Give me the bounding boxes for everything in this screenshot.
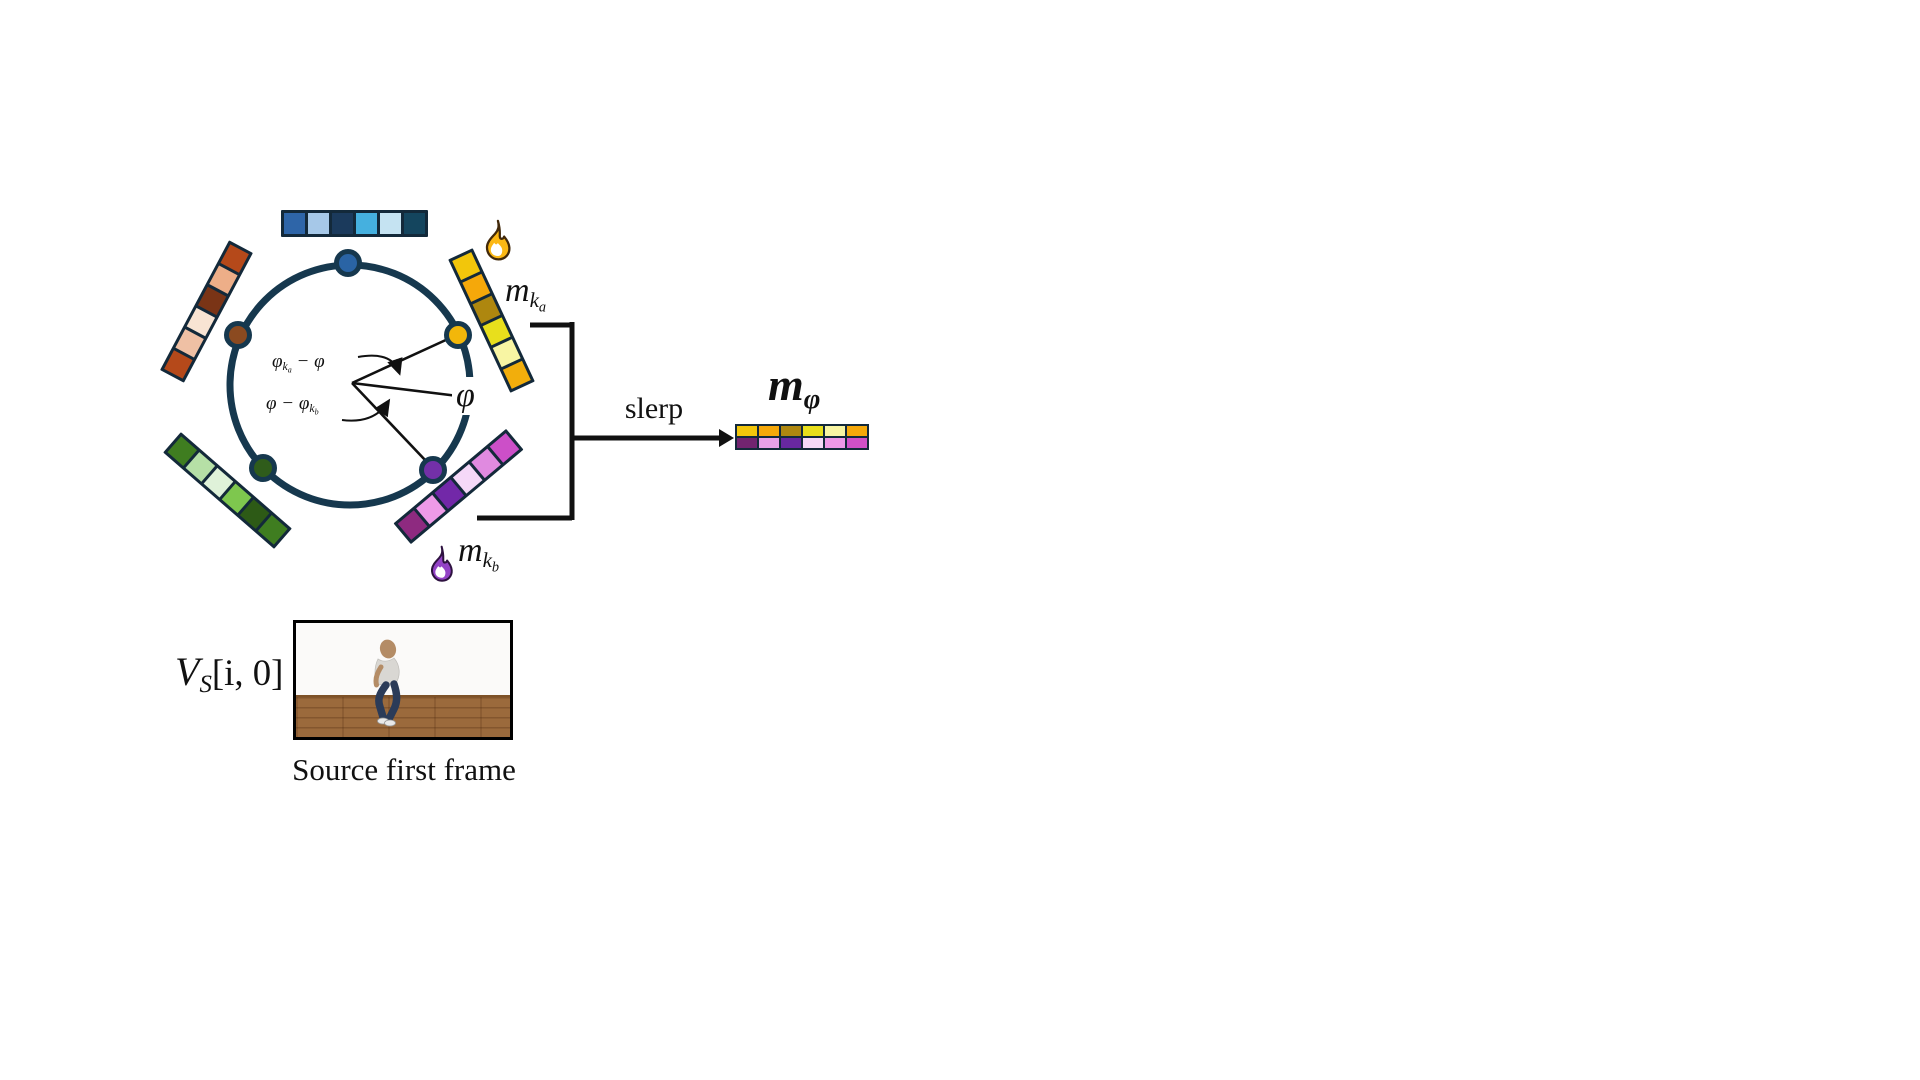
slerp-arrowhead <box>719 429 734 447</box>
v-symbol: V <box>175 649 200 694</box>
keyframe-dot-purple <box>419 456 447 484</box>
frame-caption: Source first frame <box>292 752 516 787</box>
keyframe-dot-yellow <box>444 321 472 349</box>
token-cell <box>847 426 867 436</box>
running-person <box>373 639 401 727</box>
flame-purple-icon <box>430 545 453 582</box>
m-symbol: m <box>458 532 483 569</box>
combine-bracket <box>477 322 575 521</box>
mphi-row-purple <box>737 438 867 448</box>
token-cell <box>404 213 425 234</box>
sub-phi: φ <box>803 383 821 415</box>
wooden-floor <box>296 695 510 737</box>
keyframe-dot-green <box>249 454 277 482</box>
angle-label-top: φka − φ <box>272 351 325 375</box>
subsub-a: a <box>538 299 547 316</box>
token-cell <box>759 438 779 448</box>
angle-label-bottom: φ − φkb <box>266 393 319 417</box>
line-to-ka <box>351 337 449 385</box>
keyframe-dot-brown <box>224 321 252 349</box>
flame-orange-icon <box>485 219 511 261</box>
subsub-a: a <box>287 365 292 375</box>
token-cell <box>847 438 867 448</box>
angle-arc-top <box>357 354 403 376</box>
token-cell <box>825 438 845 448</box>
phi-minus: φ − <box>266 393 299 414</box>
m-symbol: m <box>505 272 530 309</box>
phi-label: φ <box>452 377 479 415</box>
token-cell <box>502 360 531 389</box>
minus-phi: − φ <box>291 351 325 372</box>
source-var-label: VS[i, 0] <box>175 648 283 699</box>
sub-k: k <box>482 547 492 572</box>
token-cell <box>803 438 823 448</box>
keyframe-dot-blue <box>334 249 362 277</box>
token-cell <box>803 426 823 436</box>
token-strip-blue <box>281 210 428 237</box>
line-to-kb <box>351 382 427 462</box>
token-cell <box>781 438 801 448</box>
m-symbol: m <box>768 359 804 410</box>
token-cell <box>284 213 305 234</box>
sub-k: k <box>529 287 539 312</box>
sub-k: k <box>309 402 315 416</box>
token-cell <box>356 213 377 234</box>
token-cell <box>737 426 757 436</box>
token-cell <box>825 426 845 436</box>
source-first-frame-image <box>293 620 513 740</box>
mkb-label: mkb <box>458 532 499 576</box>
sub-s: S <box>199 670 212 698</box>
mphi-label: mφ <box>768 358 820 416</box>
angle-arc-bottom <box>341 398 391 422</box>
line-to-phi <box>351 381 459 398</box>
token-cell <box>759 426 779 436</box>
index-brackets: [i, 0] <box>211 652 284 693</box>
token-cell <box>380 213 401 234</box>
token-cell <box>781 426 801 436</box>
phi-symbol: φ <box>272 351 283 372</box>
phi-symbol: φ <box>298 393 310 414</box>
token-cell <box>308 213 329 234</box>
token-cell <box>332 213 353 234</box>
mphi-token-strip <box>735 424 869 450</box>
mphi-row-yellow <box>737 426 867 436</box>
slerp-label: slerp <box>624 392 684 425</box>
subsub-b: b <box>491 559 500 576</box>
subsub-b: b <box>314 407 319 417</box>
mka-label: mka <box>505 272 546 316</box>
sub-k: k <box>282 360 288 374</box>
token-cell <box>737 438 757 448</box>
angle-lines <box>351 337 459 462</box>
